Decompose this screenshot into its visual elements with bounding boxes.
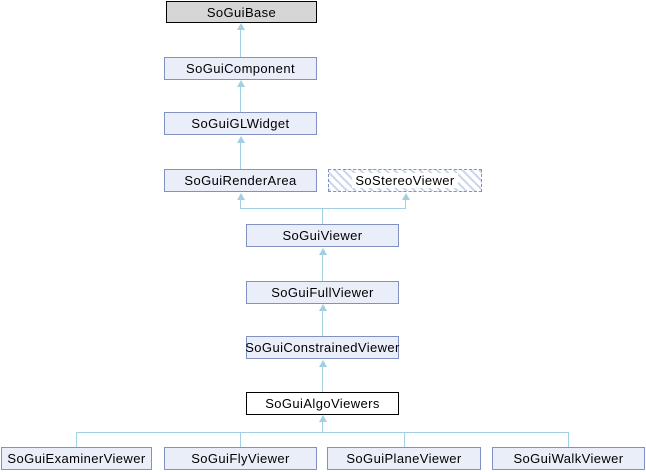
node-soguiplaneviewer[interactable]: SoGuiPlaneViewer bbox=[327, 447, 481, 470]
node-sostereoviewer[interactable]: SoStereoViewer bbox=[328, 169, 482, 192]
arrowhead-component-base bbox=[237, 23, 245, 30]
edge-fullviewer-viewer bbox=[322, 254, 323, 281]
node-soguiviewer-label: SoGuiViewer bbox=[282, 228, 363, 243]
node-soguicomponent-label: SoGuiComponent bbox=[186, 61, 295, 76]
arrowhead-glwidget-component bbox=[237, 80, 245, 87]
edge-children-stem bbox=[322, 421, 323, 432]
edge-examinerviewer-stub bbox=[76, 432, 77, 447]
node-soguiflyviewer[interactable]: SoGuiFlyViewer bbox=[164, 447, 317, 470]
node-sostereoviewer-label: SoStereoViewer bbox=[352, 173, 458, 188]
edge-viewer-split-horizontal bbox=[240, 208, 406, 209]
arrowhead-renderarea-glwidget bbox=[237, 136, 245, 143]
node-soguiglwidget[interactable]: SoGuiGLWidget bbox=[164, 112, 317, 135]
arrowhead-algoviewers-constrainedviewer bbox=[319, 360, 327, 367]
node-soguiglwidget-label: SoGuiGLWidget bbox=[191, 116, 290, 131]
arrowhead-viewer-stereoviewer bbox=[402, 193, 410, 200]
edge-children-horizontal bbox=[76, 432, 569, 433]
edge-algoviewers-constrainedviewer bbox=[322, 366, 323, 392]
edge-viewer-renderarea bbox=[240, 199, 241, 209]
edge-viewer-stereoviewer bbox=[405, 199, 406, 209]
node-soguifullviewer[interactable]: SoGuiFullViewer bbox=[246, 281, 399, 304]
edge-walkviewer-stub bbox=[568, 432, 569, 447]
arrowhead-children-algoviewers bbox=[319, 415, 327, 422]
node-soguiviewer[interactable]: SoGuiViewer bbox=[246, 224, 399, 247]
node-soguialgoviewers-label: SoGuiAlgoViewers bbox=[265, 396, 380, 411]
edge-constrainedviewer-fullviewer bbox=[322, 310, 323, 336]
edge-renderarea-glwidget bbox=[240, 142, 241, 169]
node-soguiflyviewer-label: SoGuiFlyViewer bbox=[191, 451, 290, 466]
node-soguicomponent[interactable]: SoGuiComponent bbox=[164, 57, 317, 80]
node-soguiexaminerviewer-label: SoGuiExaminerViewer bbox=[7, 451, 146, 466]
edge-planeviewer-stub bbox=[404, 432, 405, 447]
edge-flyviewer-stub bbox=[240, 432, 241, 447]
edge-glwidget-component bbox=[240, 86, 241, 112]
node-soguirenderarea[interactable]: SoGuiRenderArea bbox=[164, 169, 317, 192]
node-soguiexaminerviewer[interactable]: SoGuiExaminerViewer bbox=[1, 447, 152, 470]
node-soguibase-label: SoGuiBase bbox=[206, 4, 277, 20]
node-soguifullviewer-label: SoGuiFullViewer bbox=[271, 285, 374, 300]
edge-component-base bbox=[240, 29, 241, 57]
arrowhead-fullviewer-viewer bbox=[319, 248, 327, 255]
node-soguiwalkviewer[interactable]: SoGuiWalkViewer bbox=[492, 447, 645, 470]
node-soguibase: SoGuiBase bbox=[166, 1, 317, 23]
arrowhead-viewer-renderarea bbox=[237, 193, 245, 200]
edge-viewer-split-stem bbox=[322, 209, 323, 224]
node-soguirenderarea-label: SoGuiRenderArea bbox=[184, 173, 297, 188]
node-soguiwalkviewer-label: SoGuiWalkViewer bbox=[513, 451, 624, 466]
arrowhead-constrainedviewer-fullviewer bbox=[319, 304, 327, 311]
node-soguialgoviewers: SoGuiAlgoViewers bbox=[246, 392, 399, 415]
node-soguiplaneviewer-label: SoGuiPlaneViewer bbox=[346, 451, 462, 466]
node-soguiconstrainedviewer[interactable]: SoGuiConstrainedViewer bbox=[245, 336, 400, 359]
node-soguiconstrainedviewer-label: SoGuiConstrainedViewer bbox=[245, 340, 400, 355]
